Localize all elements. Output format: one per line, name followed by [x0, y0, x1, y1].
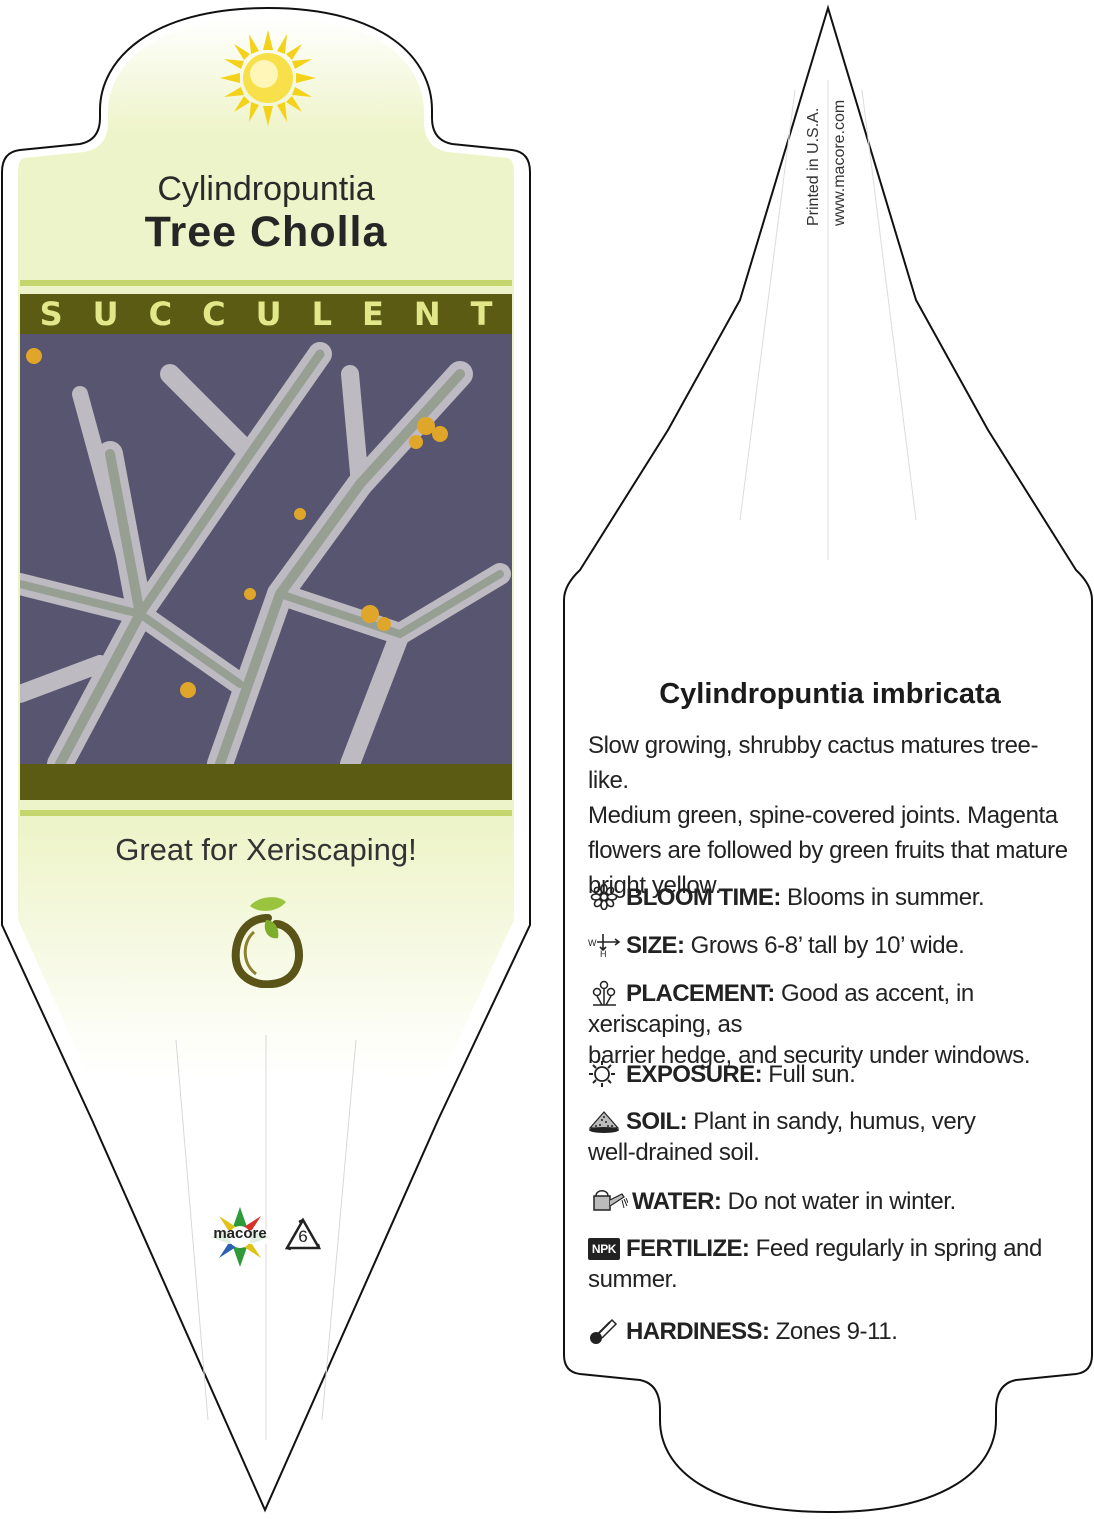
description: Slow growing, shrubby cactus matures tre…: [588, 728, 1068, 903]
front-common-name: Tree Cholla: [144, 208, 388, 256]
care-label: SOIL:: [626, 1108, 688, 1135]
care-label: SIZE:: [626, 932, 685, 959]
seed-sprout-logo-icon: [231, 897, 303, 988]
care-label: BLOOM TIME:: [626, 884, 781, 911]
care-text-cont: well-drained soil.: [588, 1139, 760, 1166]
care-text: Good as accent, in xeriscaping, as: [588, 980, 974, 1038]
care-text: Grows 6-8’ tall by 10’ wide.: [690, 932, 965, 959]
front-genus-name: Cylindropuntia: [157, 170, 375, 208]
category-bar: SUCCULENT: [20, 294, 512, 334]
description-line: Medium green, spine-covered joints. Mage…: [588, 802, 1058, 829]
care-bloom-time: BLOOM TIME: Blooms in summer.: [588, 882, 1074, 913]
care-text: Full sun.: [768, 1061, 856, 1088]
care-hardiness: HARDINESS: Zones 9-11.: [588, 1316, 1074, 1347]
size-icon-h: H: [600, 949, 606, 958]
printed-in-text: Printed in U.S.A.: [805, 107, 822, 226]
care-placement: PLACEMENT: Good as accent, in xeriscapin…: [588, 978, 1074, 1071]
stripe-bottom: [20, 810, 512, 816]
flower-icon: [590, 884, 618, 910]
cholla-photo-illustration: [20, 334, 512, 764]
soil-pile-icon: [588, 1111, 620, 1133]
botanical-name: Cylindropuntia imbricata: [659, 678, 1001, 710]
description-line: flowers are followed by green fruits tha…: [588, 837, 1068, 864]
back-tag-outline: [563, 4, 1093, 1514]
macore-wordmark: macore: [213, 1225, 267, 1242]
description-line: Slow growing, shrubby cactus matures tre…: [588, 732, 1039, 794]
size-arrows-icon: W H: [588, 934, 621, 958]
sun-icon: [220, 30, 316, 126]
care-label: HARDINESS:: [626, 1318, 770, 1345]
care-water: WATER: Do not water in winter.: [588, 1186, 1074, 1217]
recycle-code: 6: [298, 1227, 308, 1246]
npk-badge: NPK: [591, 1242, 617, 1256]
care-size: W H SIZE: Grows 6-8’ tall by 10’ wide.: [588, 930, 1074, 961]
care-text: Feed regularly in spring and: [755, 1235, 1043, 1262]
print-info: Printed in U.S.A. www.macore.com: [800, 60, 860, 240]
watering-can-icon: [593, 1190, 628, 1211]
care-label: EXPOSURE:: [626, 1061, 763, 1088]
care-label: PLACEMENT:: [626, 980, 775, 1007]
website-text: www.macore.com: [831, 99, 848, 226]
category-label: SUCCULENT: [39, 295, 523, 333]
tagline: Great for Xeriscaping!: [115, 832, 417, 867]
stripe-top: [20, 280, 512, 286]
care-exposure: EXPOSURE: Full sun.: [588, 1059, 1074, 1090]
care-text-cont: barrier hedge, and security under window…: [588, 1042, 1031, 1069]
care-text: Zones 9-11.: [775, 1318, 898, 1345]
care-label: WATER:: [632, 1188, 722, 1215]
care-fertilize: NPK FERTILIZE: Feed regularly in spring …: [588, 1233, 1074, 1295]
plant-photo: [20, 334, 512, 764]
care-label: FERTILIZE:: [626, 1235, 750, 1262]
care-soil: SOIL: Plant in sandy, humus, very well-d…: [588, 1106, 1074, 1168]
care-text-cont: summer.: [588, 1266, 678, 1293]
care-text: Plant in sandy, humus, very: [693, 1108, 976, 1135]
sun-outline-icon: [589, 1061, 615, 1087]
photo-bottom-bar: [20, 764, 512, 800]
macore-logo-icon: [207, 1207, 273, 1267]
care-text: Blooms in summer.: [787, 884, 985, 911]
thermometer-icon: [590, 1318, 618, 1344]
fertilizer-npk-icon: NPK: [588, 1235, 622, 1261]
size-icon-w: W: [588, 938, 597, 948]
flowers-placement-icon: [592, 980, 616, 1006]
recycle-icon: [284, 1217, 322, 1251]
care-text: Do not water in winter.: [727, 1188, 957, 1215]
